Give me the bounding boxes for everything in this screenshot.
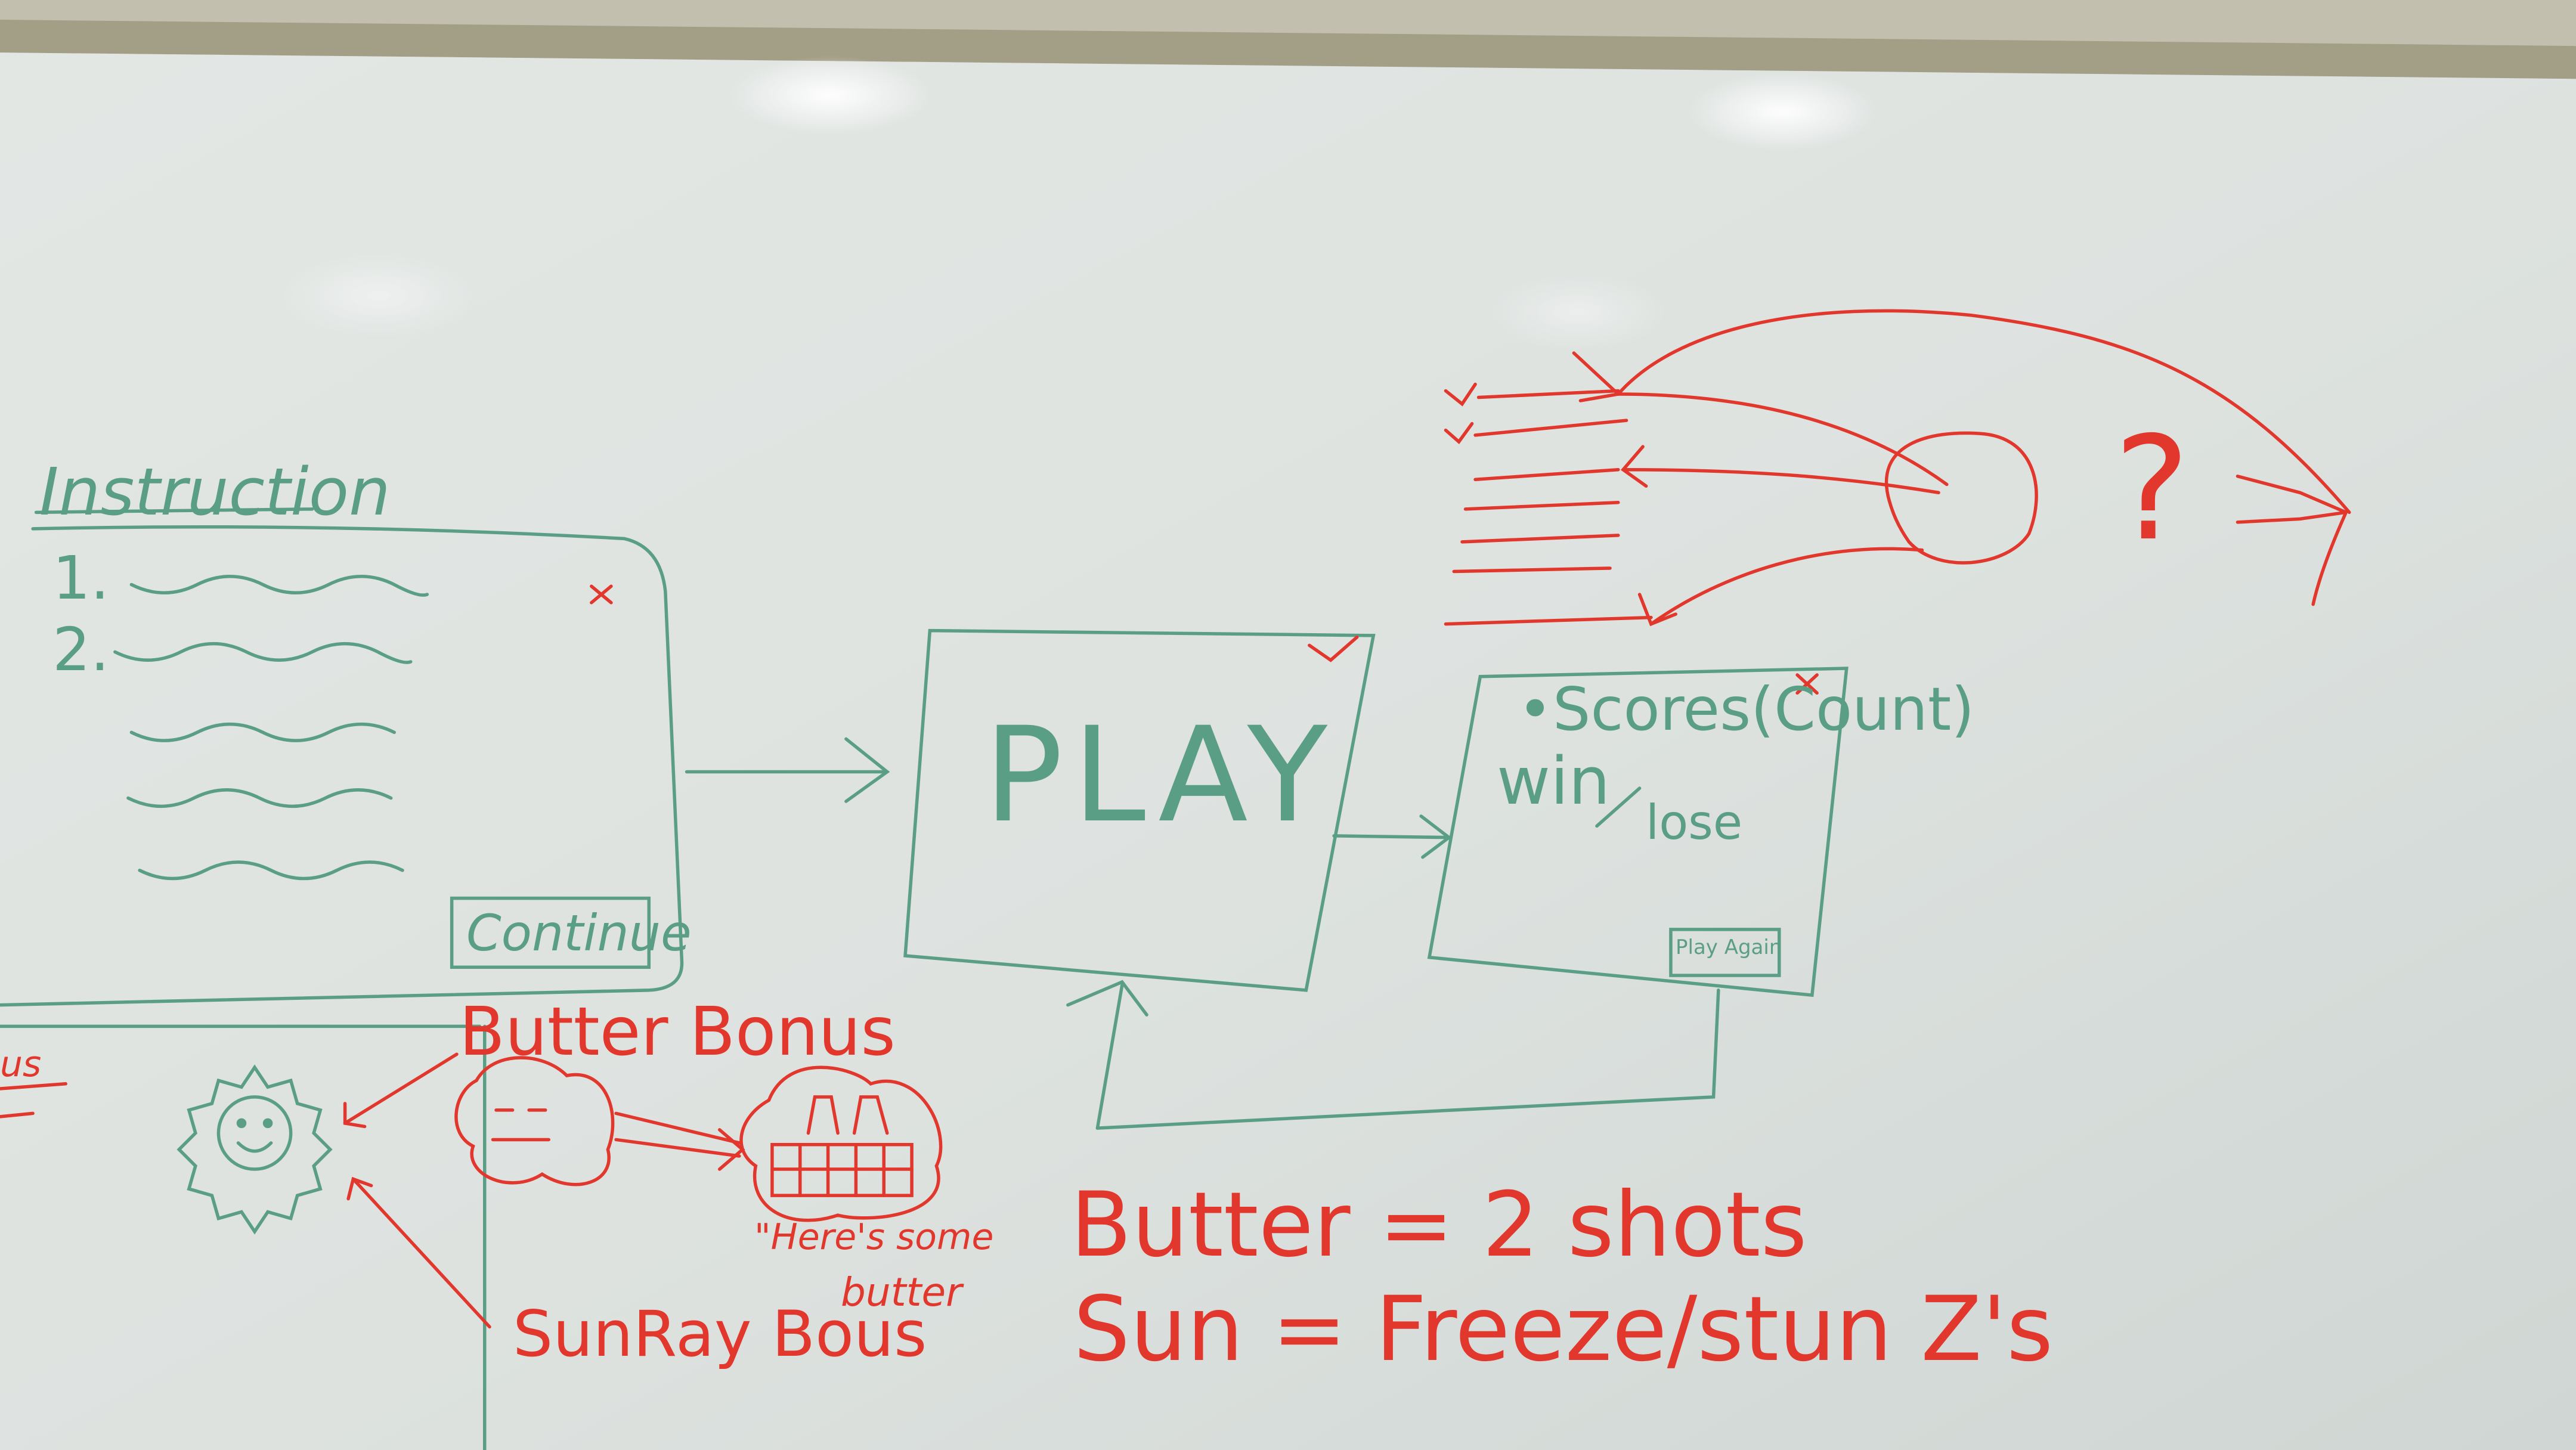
close-marks	[590, 584, 1819, 695]
instruction-screen-sketch	[0, 507, 890, 1007]
win-label: win	[1497, 743, 1611, 819]
question-mark: ?	[2114, 405, 2190, 572]
board-frame	[0, 20, 2576, 79]
continue-button[interactable]: Continue	[466, 904, 692, 962]
sun-rule: Sun = Freeze/stun Z's	[1073, 1278, 2054, 1381]
play-label: PLAY	[984, 699, 1337, 851]
butter-doodles	[0, 1052, 943, 1329]
edge-text-fragment: us	[0, 1043, 42, 1085]
butter-rule: Butter = 2 shots	[1070, 1173, 1807, 1277]
butter-bonus-label: Butter Bonus	[459, 993, 896, 1071]
scores-label: •Scores(Count)	[1518, 674, 1975, 744]
light-reflection	[279, 253, 476, 339]
flow-chart-sketch	[1444, 309, 2351, 627]
board-surface	[0, 52, 2576, 1450]
butter-quote-line: butter	[841, 1269, 962, 1315]
instruction-item-number: 1.	[52, 543, 110, 613]
light-reflection	[1487, 272, 1668, 352]
play-screen-sketch	[903, 628, 1720, 1130]
play-again-button[interactable]: Play Again	[1676, 935, 1782, 959]
score-screen-sketch	[1427, 667, 1849, 997]
lose-label: lose	[1646, 795, 1743, 850]
instruction-title: Instruction	[39, 454, 391, 530]
light-reflection	[727, 55, 932, 135]
butter-quote-line: "Here's some	[754, 1216, 994, 1258]
instruction-item-number: 2.	[52, 615, 110, 684]
light-reflection	[1687, 72, 1878, 151]
sun-doodle	[0, 1024, 487, 1450]
sunray-bonus-label: SunRay Bous	[513, 1297, 927, 1371]
